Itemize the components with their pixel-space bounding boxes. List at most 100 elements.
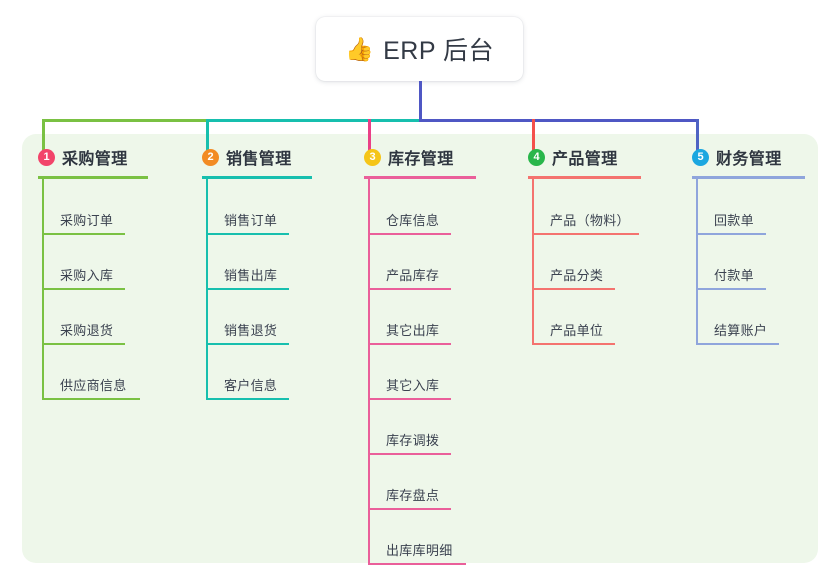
leaf-item[interactable]: 供应商信息	[42, 354, 160, 409]
branch-title: 库存管理	[388, 151, 454, 168]
leaf-item-rule	[696, 233, 766, 235]
branch-header-4[interactable]: 4 产品管理	[512, 145, 618, 169]
branch-header-rule	[364, 176, 476, 179]
leaf-item-label: 产品分类	[550, 268, 604, 283]
branch-number-badge: 1	[38, 148, 55, 166]
leaf-item-label: 其它入库	[386, 378, 440, 393]
leaf-item-rule	[206, 343, 289, 345]
leaf-item-label: 采购订单	[60, 213, 114, 228]
leaf-item-label: 产品单位	[550, 323, 604, 338]
branch-title: 采购管理	[62, 151, 128, 168]
branch-title: 销售管理	[226, 151, 292, 168]
leaf-item[interactable]: 仓库信息	[368, 189, 471, 244]
leaf-item-label: 其它出库	[386, 323, 440, 338]
leaf-item-label: 出库库明细	[386, 543, 453, 558]
leaf-item-rule	[368, 398, 451, 400]
root-node-text: ERP 后台	[383, 37, 495, 65]
leaf-item-rule	[368, 343, 451, 345]
leaf-item-rule	[206, 288, 289, 290]
leaf-item[interactable]: 产品分类	[532, 244, 635, 299]
bus-segment-2	[206, 119, 419, 122]
leaf-item[interactable]: 其它出库	[368, 299, 471, 354]
leaf-item-label: 采购退货	[60, 323, 114, 338]
branch-number-badge: 4	[528, 148, 545, 166]
branches-background-panel	[22, 134, 818, 563]
leaf-item-label: 结算账户	[714, 323, 768, 338]
branch-number-badge: 5	[692, 148, 709, 166]
branch-header-rule	[528, 176, 641, 179]
leaf-item-rule	[42, 233, 125, 235]
leaf-item-rule	[368, 563, 466, 565]
leaf-item-rule	[532, 343, 615, 345]
leaf-item[interactable]: 采购退货	[42, 299, 145, 354]
leaf-item-rule	[368, 453, 451, 455]
branch-drop-line-4	[532, 119, 535, 156]
branch-header-1[interactable]: 1 采购管理	[22, 145, 128, 169]
branch-drop-line-3	[368, 119, 371, 156]
leaf-item[interactable]: 库存调拨	[368, 409, 471, 464]
leaf-item-label: 回款单	[714, 213, 754, 228]
leaf-item[interactable]: 结算账户	[696, 299, 799, 354]
leaf-item-label: 销售退货	[224, 323, 278, 338]
leaf-item[interactable]: 其它入库	[368, 354, 471, 409]
leaf-item-label: 供应商信息	[60, 378, 127, 393]
root-node-label: 👍 ERP 后台	[345, 31, 494, 67]
leaf-item-rule	[696, 288, 766, 290]
branch-column-4: 4 产品管理产品（物料） 产品分类产品单位	[512, 145, 641, 345]
leaf-item-rule	[42, 343, 125, 345]
leaf-item[interactable]: 回款单	[696, 189, 786, 244]
leaf-item[interactable]: 付款单	[696, 244, 786, 299]
leaf-item[interactable]: 产品单位	[532, 299, 635, 354]
root-stem-line	[419, 81, 422, 122]
leaf-item-label: 库存调拨	[386, 433, 440, 448]
leaf-item-rule	[532, 288, 615, 290]
leaf-item[interactable]: 采购入库	[42, 244, 145, 299]
leaf-item[interactable]: 销售退货	[206, 299, 309, 354]
branch-drop-line-5	[696, 119, 699, 156]
branch-header-rule	[202, 176, 312, 179]
leaf-item[interactable]: 产品（物料）	[532, 189, 659, 244]
branch-spine-line	[368, 179, 370, 564]
branch-title: 产品管理	[552, 151, 618, 168]
leaf-item[interactable]: 采购订单	[42, 189, 145, 244]
leaf-item-rule	[532, 233, 639, 235]
leaf-item-rule	[368, 508, 451, 510]
leaf-item[interactable]: 产品库存	[368, 244, 471, 299]
branch-drop-line-1	[42, 119, 45, 156]
leaf-item-label: 付款单	[714, 268, 754, 283]
leaf-item-label: 产品（物料）	[550, 213, 630, 228]
leaf-item[interactable]: 销售订单	[206, 189, 309, 244]
leaf-item[interactable]: 出库库明细	[368, 519, 486, 574]
branch-spine-line	[696, 179, 698, 344]
leaf-item[interactable]: 库存盘点	[368, 464, 471, 519]
leaf-item[interactable]: 客户信息	[206, 354, 309, 409]
leaf-item-label: 采购入库	[60, 268, 114, 283]
branch-spine-line	[532, 179, 534, 344]
leaf-item-rule	[206, 398, 289, 400]
leaf-item-label: 产品库存	[386, 268, 440, 283]
leaf-item-rule	[696, 343, 779, 345]
leaf-item-label: 仓库信息	[386, 213, 440, 228]
bus-segment-1	[42, 119, 206, 122]
branch-column-1: 1 采购管理采购订单采购入库采购退货供应商信息	[22, 145, 148, 400]
branch-header-2[interactable]: 2 销售管理	[186, 145, 292, 169]
leaf-item-rule	[368, 288, 451, 290]
leaf-item-label: 客户信息	[224, 378, 278, 393]
branch-number-badge: 2	[202, 148, 219, 166]
leaf-item-rule	[368, 233, 451, 235]
bus-segment-3	[419, 119, 699, 122]
leaf-item[interactable]: 销售出库	[206, 244, 309, 299]
branch-drop-line-2	[206, 119, 209, 156]
branch-header-rule	[38, 176, 148, 179]
leaf-item-label: 库存盘点	[386, 488, 440, 503]
leaf-item-label: 销售订单	[224, 213, 278, 228]
leaf-item-label: 销售出库	[224, 268, 278, 283]
thumbs-up-emoji: 👍	[344, 35, 375, 62]
leaf-item-rule	[206, 233, 289, 235]
root-node[interactable]: 👍 ERP 后台	[316, 17, 523, 81]
branch-header-rule	[692, 176, 805, 179]
